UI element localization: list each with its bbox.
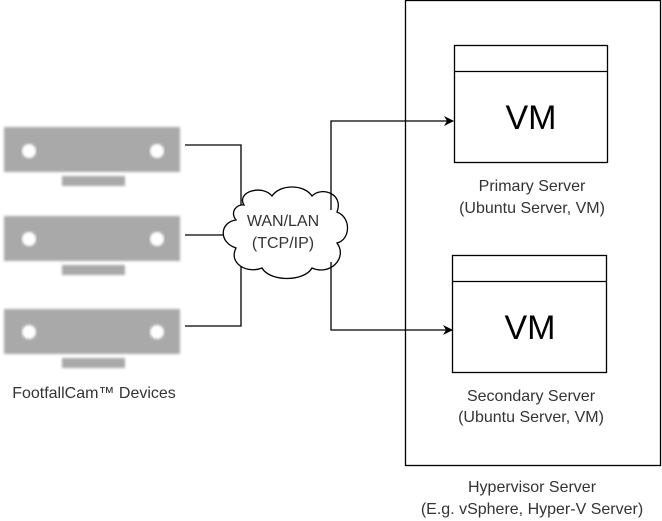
hypervisor-sublabel: (E.g. vSphere, Hyper-V Server) — [421, 501, 643, 518]
primary-server-sublabel: (Ubuntu Server, VM) — [459, 200, 605, 217]
vm-box-label: VM — [505, 309, 556, 347]
vm-window — [453, 44, 609, 164]
device-1 — [4, 127, 180, 186]
device-2 — [4, 216, 180, 275]
arrow-to-primary — [330, 116, 454, 210]
hypervisor-label: Hypervisor Server — [468, 479, 597, 496]
vm-box-label: VM — [506, 99, 557, 137]
vm-window — [451, 254, 608, 374]
device-3 — [4, 309, 180, 368]
network-label-line1: WAN/LAN — [247, 213, 319, 230]
arrow-to-secondary — [330, 262, 453, 335]
device-lens-icon — [22, 144, 36, 158]
network-cloud-icon — [222, 186, 349, 280]
device-stand — [62, 358, 125, 368]
device-lens-icon — [150, 144, 164, 158]
network-label-line2: (TCP/IP) — [252, 235, 314, 252]
secondary-server-label: Secondary Server — [467, 388, 596, 405]
vm-primary: VM — [453, 44, 609, 164]
secondary-server-sublabel: (Ubuntu Server, VM) — [458, 409, 604, 426]
device-lens-icon — [22, 325, 36, 339]
connector-device-3 — [185, 265, 242, 327]
vm-secondary: VM — [451, 254, 608, 374]
device-stand — [62, 176, 125, 186]
device-lens-icon — [22, 232, 36, 246]
primary-server-label: Primary Server — [479, 178, 586, 195]
device-stand — [62, 265, 125, 275]
device-lens-icon — [150, 232, 164, 246]
devices-label: FootfallCam™ Devices — [12, 385, 176, 402]
hypervisor-server-box — [404, 0, 662, 467]
device-lens-icon — [150, 325, 164, 339]
connector-device-1 — [185, 144, 242, 210]
